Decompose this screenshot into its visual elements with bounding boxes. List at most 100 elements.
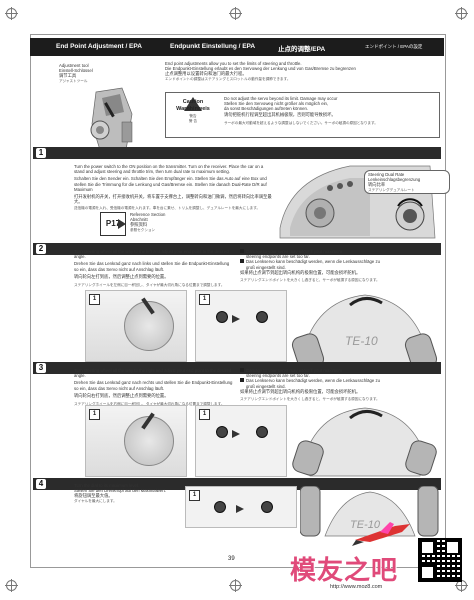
step-4-dial-illustration: 1: [185, 486, 297, 528]
step-2-warning-en1: Damage to your servo may occur if your m…: [240, 249, 440, 254]
tool-label-en: Adjustment tool: [59, 63, 89, 68]
arrow-icon: [232, 430, 240, 438]
qr-finder: [420, 540, 435, 555]
arrow-icon: [118, 219, 126, 229]
step-3-warning-en2: steering endpoints are set too far.: [246, 373, 310, 379]
svg-text:TE-10: TE-10: [345, 334, 378, 348]
reference-label-jp: 参照セクション: [130, 227, 156, 232]
page-header: End Point Adjustment / EPA Endpunkt Eins…: [30, 38, 444, 56]
tool-label-jp: アジャストツール: [59, 78, 88, 83]
step-3-dial-marker: 1: [199, 409, 210, 420]
qr-finder: [420, 565, 435, 580]
registration-mark: [229, 7, 242, 20]
dual-rate-label-jp: ステアリングデュアルレート: [368, 187, 415, 192]
step-1-text: Turn the power switch to the ON position…: [74, 164, 274, 211]
step-1-number: 1: [36, 148, 46, 158]
watermark-plane-logo: [350, 520, 420, 548]
step-2-dial-illustration: 1: [195, 290, 287, 362]
steering-wheel-icon: [124, 416, 174, 466]
header-title-zh: 止点的调整/EPA: [278, 46, 326, 53]
step-1-text-en: Turn the power switch to the ON position…: [74, 164, 264, 175]
dial-knob-icon: [216, 311, 228, 323]
page-frame: [30, 34, 446, 568]
intro-text-jp: エンドポイントの調整はステアリングとスロットルの動作量を調節できます。: [165, 76, 291, 81]
step-2-photo-marker: 1: [89, 294, 100, 305]
dual-rate-label-en: Steering Dual Rate: [368, 172, 405, 177]
step-2-warning-jp: ステアリングエンドポイントを大きくし過ぎると、サーボが破損する原因になります。: [240, 278, 380, 283]
registration-mark: [229, 579, 242, 592]
tool-label-de: Einstell-Schlüssel: [59, 68, 93, 74]
header-title-en: End Point Adjustment / EPA: [56, 43, 142, 50]
caution-zh: 警告: [189, 114, 197, 118]
header-title-de: Endpunkt Einstellung / EPA: [170, 43, 256, 50]
intro-text: End point adjustments allow you to set t…: [165, 61, 395, 81]
dual-rate-callout: Steering Dual Rate Lenkeinschlagsbegrenz…: [364, 170, 450, 195]
step-3-number: 3: [36, 363, 46, 373]
dial-knob-icon: [216, 426, 228, 438]
step-2-text-zh: 转向轮向左打到底，然后调整止点到需要的位置。: [74, 273, 169, 279]
step-2-car-illustration: TE-10: [290, 285, 440, 375]
registration-mark: [5, 7, 18, 20]
step-2-dial-marker: 1: [199, 294, 210, 305]
step-3-warning-de1: Das Lenkservo kann beschädigt werden, we…: [240, 378, 440, 383]
qr-finder: [445, 540, 460, 555]
caution-subtitle: Warnhinweis: [176, 106, 210, 112]
intro-text-en: End point adjustments allow you to set t…: [165, 61, 302, 66]
step-4-text-en: Turn the dial to its maximum level.: [74, 483, 140, 488]
caution-text: Do not adjust the servo beyond its limit…: [224, 96, 436, 125]
step-4-text-zh: 将旋钮调至最大值。: [74, 493, 113, 499]
dial-knob-icon: [214, 501, 226, 513]
step-2-warning: Damage to your servo may occur if your m…: [240, 249, 440, 282]
step-1-transmitter-illustration: [270, 158, 440, 240]
watermark-url: http://www.moz8.com: [330, 584, 383, 590]
tool-label-zh: 调节工具: [59, 73, 77, 79]
header-title-jp: エンドポイント / EPAの設定: [365, 44, 423, 49]
qr-code: [418, 538, 462, 582]
step-2-warning-de1: Das Lenkservo kann beschädigt werden, we…: [240, 259, 440, 264]
step-4-number: 4: [36, 479, 46, 489]
intro-text-de: Die Endpunkt-Einstellung erlaubt es den …: [165, 66, 356, 72]
registration-mark: [455, 7, 468, 20]
step-4-text-jp: ダイヤルを最大にします。: [74, 498, 117, 503]
caution-text-de2: da sonst Beschädigungen auftreten können…: [224, 106, 309, 112]
caution-jp: 警 告: [188, 119, 198, 123]
step-2-text-en: Turn steering wheel all the way to the l…: [74, 249, 229, 260]
step-3-text-jp: ステアリングホイールを右側に目一杯回し、タイヤが最大切れ角になる位置まで調整しま…: [74, 402, 234, 406]
caution-text-en: Do not adjust the servo beyond its limit…: [224, 96, 338, 101]
step-3-warning-de2: groß eingestellt sind.: [246, 383, 286, 389]
step-1-bar: 1: [33, 147, 441, 159]
step-3-warning-en1: Damage to your servo may occur if your m…: [240, 368, 440, 373]
step-3-photo-marker: 1: [89, 409, 100, 420]
transmitter-illustration: [82, 84, 142, 154]
page-number: 39: [228, 556, 235, 562]
caution-text-zh: 请勿把舵机行程调至超出其机械极限，否则可能导致损坏。: [224, 111, 336, 117]
step-4-dial-marker: 1: [189, 490, 200, 501]
dial-knob-icon: [256, 311, 268, 323]
caution-title: Caution: [182, 99, 204, 105]
step-1-text-zh: 打开发射机的开关，打开接收机开关，将车置于支撑台上，调整转向和油门微调，然后将转…: [74, 194, 272, 205]
step-1-text-de: Schalten Sie den Sender ein. Schalten Si…: [74, 176, 267, 192]
caution-text-de1: Stellen Sie den Servoweg nicht größer al…: [224, 101, 329, 107]
dial-knob-icon: [256, 426, 268, 438]
svg-text:TE-10: TE-10: [350, 519, 381, 531]
intro-text-zh: 止点调整用以设置转向和油门的最大行程。: [165, 71, 247, 77]
step-3-text-zh: 转向轮向右打到底，然后调整止点到需要的位置。: [74, 392, 169, 398]
dual-rate-label-zh: 转向比率: [368, 182, 386, 188]
step-1-text-jp: 送信機の電源を入れ、受信機の電源を入れます。車を台に乗せ、トリムを調整し、デュア…: [74, 206, 261, 211]
watermark-logo: 模友之吧: [290, 556, 399, 586]
registration-mark: [5, 579, 18, 592]
step-2-warning-zh: 如果将止点调节到超出转向机构的极限位置，可能会损坏舵机。: [240, 269, 361, 275]
step-2-text-de: Drehen Sie das Lenkrad ganz nach links u…: [74, 261, 230, 272]
step-2-warning-en2: steering endpoints are set too far.: [246, 254, 310, 260]
reference-label-zh: 参照资料: [130, 222, 148, 228]
reference-label-en: Reference Section: [130, 212, 166, 217]
tool-label: Adjustment tool Einstell-Schlüssel 调节工具 …: [59, 63, 119, 83]
arrow-icon: [236, 505, 244, 513]
warning-icon: [184, 97, 202, 111]
step-3-warning-jp: ステアリングエンドポイントを大きくし過ぎると、サーボが破損する原因になります。: [240, 397, 380, 402]
reference-label: Reference Section Abschnitt 参照资料 参照セクション: [130, 212, 190, 232]
arrow-icon: [232, 315, 240, 323]
reference-section[interactable]: P17 Reference Section Abschnitt 参照资料 参照セ…: [100, 212, 180, 236]
step-2-number: 2: [36, 244, 46, 254]
step-4-bar: 4: [33, 478, 441, 490]
